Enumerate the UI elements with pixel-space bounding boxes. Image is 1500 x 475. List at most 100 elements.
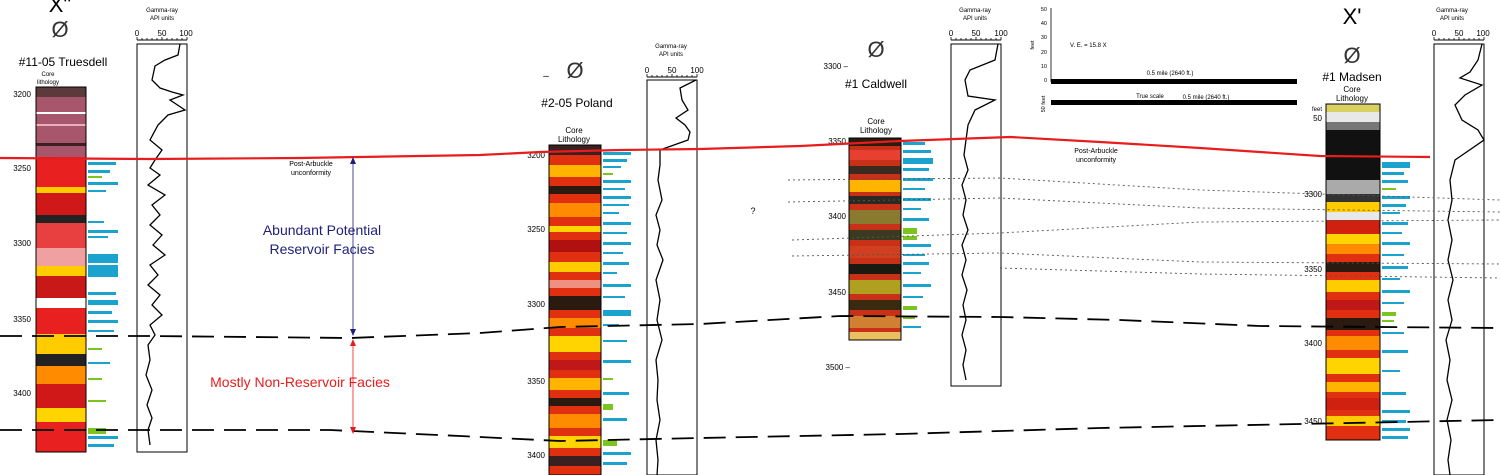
- question-mark: ?: [750, 206, 755, 216]
- scale-feet-label: feet: [1030, 40, 1036, 50]
- gr-tick-label: 50: [158, 29, 167, 38]
- arrow-up-icon: [350, 339, 356, 346]
- depth-tick-label: 3300: [13, 239, 31, 248]
- gr-title-line2: API units: [659, 52, 683, 58]
- gamma-ray-track: Gamma-ray API units 0 50 100: [949, 8, 1008, 387]
- depth-tick-label: 3250: [13, 164, 31, 173]
- true-scale-label: True scale: [1136, 94, 1164, 100]
- gr-tick-label: 0: [135, 29, 140, 38]
- well-symbol-icon: Ø: [1343, 43, 1360, 68]
- well-symbol-icon: Ø: [566, 58, 583, 83]
- depth-tick-label: 3300 –: [824, 62, 849, 71]
- reservoir-base-line: [0, 315, 1500, 339]
- gr-title-line1: Gamma-ray: [959, 8, 991, 14]
- core-lithology-column: [1325, 103, 1381, 441]
- annotations: Post-Arbuckle unconformity Post-Arbuckle…: [210, 148, 1118, 434]
- depth-tick-label: 3350: [828, 137, 846, 146]
- well-poland: – Ø #2-05 Poland Core Lithology 3200 325…: [527, 44, 704, 475]
- depth-tick-label: 3300: [527, 300, 545, 309]
- unconformity-line: [0, 135, 1431, 161]
- scale-bar-label: 0.5 mile (2640 ft.): [1147, 71, 1194, 77]
- gr-tick-label: 100: [690, 66, 704, 75]
- core-lithology-column: [848, 137, 902, 341]
- depth-tick-label: 3400: [13, 389, 31, 398]
- well-name-caldwell: #1 Caldwell: [845, 77, 907, 91]
- unconformity-label-line1: Post-Arbuckle: [1074, 148, 1118, 155]
- scale-tick-label: 10: [1041, 64, 1047, 70]
- depth-dash: –: [543, 71, 549, 82]
- gamma-ray-track: Gamma-ray API units 0 50 100: [135, 8, 193, 453]
- gr-tick-label: 50: [1455, 29, 1464, 38]
- unconformity-label-line2: unconformity: [1076, 157, 1117, 164]
- gr-tick-label: 0: [949, 29, 954, 38]
- depth-tick-label: 3400: [527, 451, 545, 460]
- gr-tick-label: 50: [668, 66, 677, 75]
- core-header-line2: Lithology: [860, 126, 892, 135]
- depth-tick-label: 3250: [527, 225, 545, 234]
- core-header-line2: Lithology: [1336, 94, 1368, 103]
- core-header-line2: Lithology: [558, 135, 590, 144]
- well-symbol-icon: Ø: [867, 37, 884, 62]
- gr-title-line1: Gamma-ray: [655, 44, 687, 50]
- well-name-truesdell: #11-05 Truesdell: [19, 55, 108, 69]
- arrow-up-icon: [350, 157, 356, 164]
- scale-tick-label: 50: [1041, 7, 1047, 13]
- gr-tick-label: 0: [1432, 29, 1437, 38]
- gr-title-line1: Gamma-ray: [146, 8, 178, 14]
- porosity-bars: [88, 162, 118, 447]
- marker-dotted-1: [787, 177, 1500, 201]
- scale-bar-label: 0.5 mile (2640 ft.): [1183, 95, 1230, 101]
- gr-tick-label: 100: [994, 29, 1008, 38]
- well-caldwell: Ø #1 Caldwell Core Lithology 3300 – 3350…: [824, 8, 1008, 387]
- arrow-down-icon: [350, 329, 356, 336]
- scale-tick-label: 40: [1041, 21, 1047, 27]
- depth-tick-label: 3350: [13, 315, 31, 324]
- depth-tick-label: 3300: [1304, 190, 1322, 199]
- depth-tick-label: 3350: [1304, 265, 1322, 274]
- correlation-lines: [0, 135, 1500, 442]
- section-endpoint-right: X': [1343, 4, 1362, 29]
- depth-tick-label: 3200: [527, 151, 545, 160]
- marker-dotted-2: [787, 197, 1500, 213]
- depth-tick-label: 50: [1313, 114, 1322, 123]
- fifty-feet-label: 50 feet: [1041, 95, 1047, 112]
- porosity-bars: [1382, 162, 1410, 439]
- gr-tick-label: 100: [1476, 29, 1490, 38]
- well-madsen: X' Ø #1 Madsen Core Lithology feet 50 33…: [1304, 4, 1490, 475]
- depth-tick-label: 3350: [527, 377, 545, 386]
- depth-tick-label: 3500 –: [826, 363, 851, 372]
- scale-tick-label: 0: [1044, 78, 1047, 84]
- gamma-ray-track: Gamma-ray API units 0 50 100: [645, 44, 704, 475]
- porosity-bars: [603, 152, 631, 465]
- core-lithology-column: [35, 86, 87, 453]
- unconformity-label-line2: unconformity: [291, 170, 332, 177]
- scale-bar: [1051, 100, 1297, 105]
- scale-bar: [1051, 79, 1297, 84]
- reservoir-label-line1: Abundant Potential: [263, 222, 381, 238]
- depth-tick-label: 3400: [828, 212, 846, 221]
- marker-dotted-5: [999, 267, 1500, 279]
- well-name-madsen: #1 Madsen: [1322, 70, 1381, 84]
- gr-title-line1: Gamma-ray: [1436, 8, 1468, 14]
- core-header-line2: lithology: [37, 80, 59, 86]
- gamma-ray-track: Gamma-ray API units 0 50 100: [1432, 8, 1490, 475]
- scale-box: 50 40 30 20 10 0 feet V. E. = 15.8 X 0.5…: [1030, 7, 1297, 112]
- scale-tick-label: 30: [1041, 35, 1047, 41]
- gr-tick-label: 100: [179, 29, 193, 38]
- lower-marker-line: [0, 419, 1500, 442]
- core-header-line1: Core: [565, 126, 583, 135]
- section-endpoint-left: X": [49, 0, 71, 17]
- depth-tick-label: 3450: [1304, 417, 1322, 426]
- gr-tick-label: 50: [972, 29, 981, 38]
- porosity-bars: [903, 142, 933, 328]
- depth-tick-label: 3200: [13, 90, 31, 99]
- core-header-line1: Core: [41, 72, 55, 78]
- well-truesdell: X" Ø #11-05 Truesdell Core lithology 320…: [13, 0, 193, 453]
- well-symbol-icon: Ø: [51, 17, 68, 42]
- reservoir-label-line2: Reservoir Facies: [269, 241, 374, 257]
- well-name-poland: #2-05 Poland: [541, 96, 612, 110]
- nonreservoir-label: Mostly Non-Reservoir Facies: [210, 374, 390, 390]
- core-header-line1: Core: [1343, 85, 1361, 94]
- gr-title-line2: API units: [150, 16, 174, 22]
